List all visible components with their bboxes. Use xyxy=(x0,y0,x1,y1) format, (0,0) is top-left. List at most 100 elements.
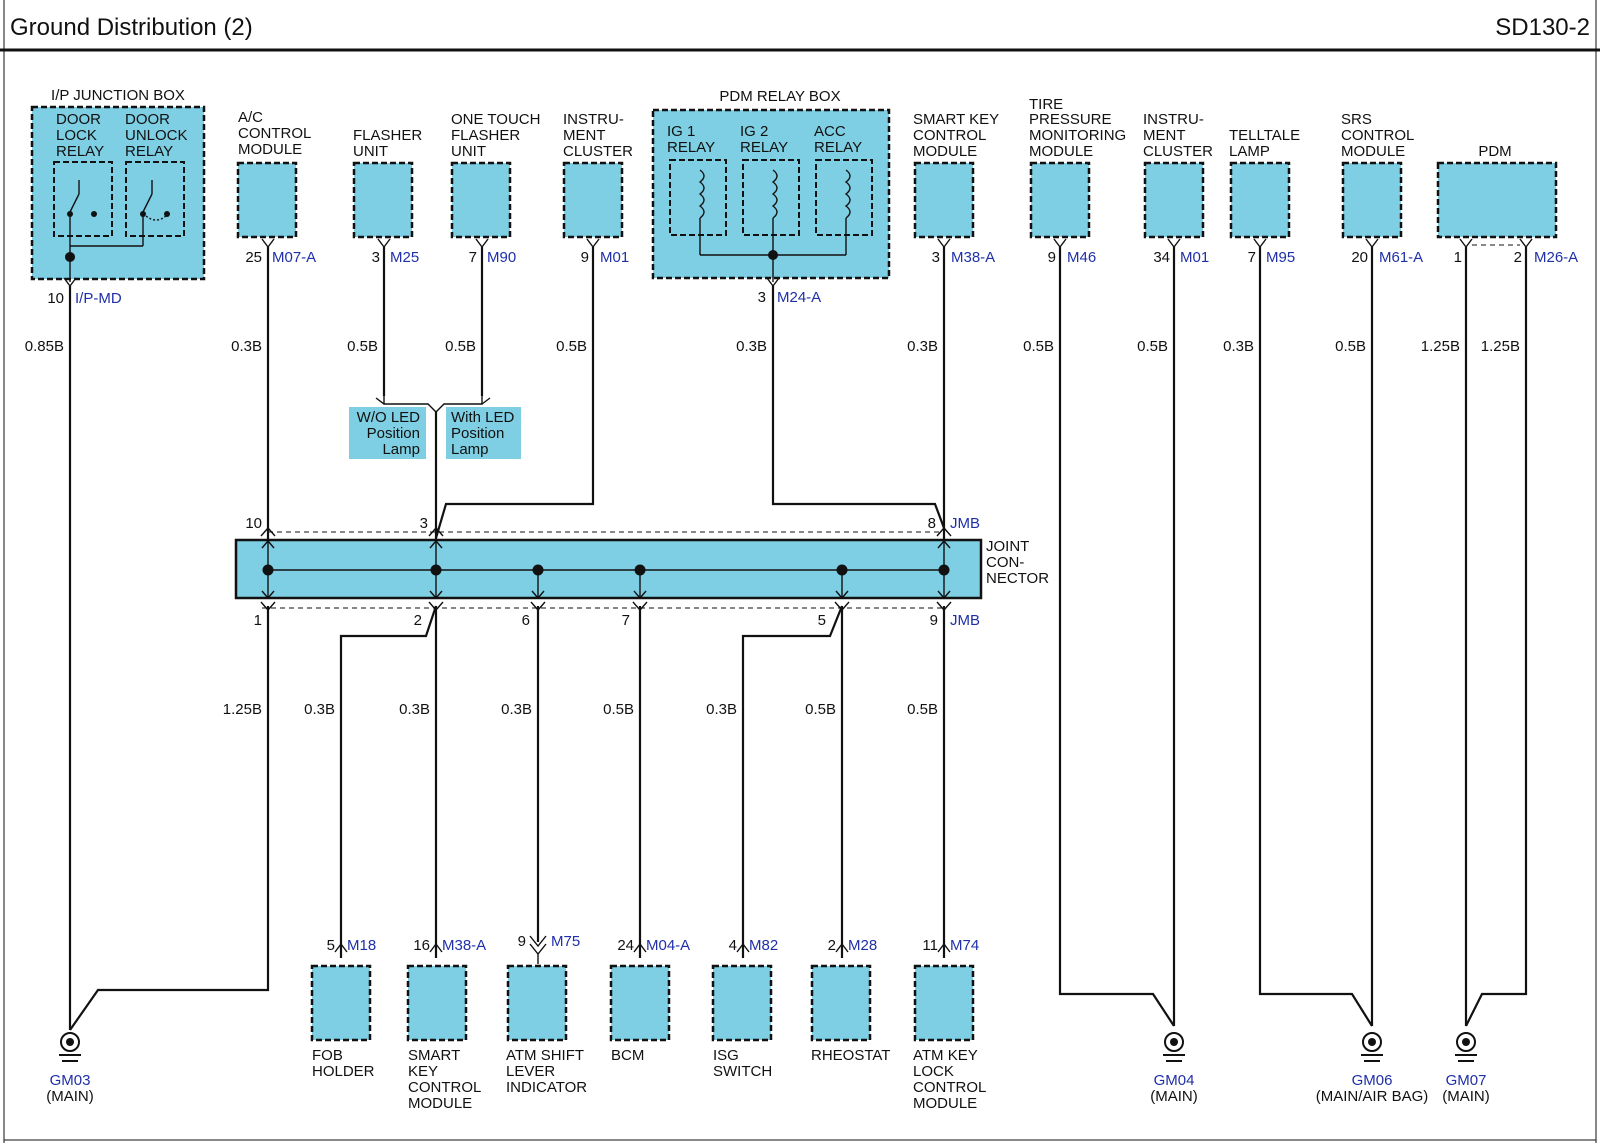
flasher-unit: FLASHER UNIT xyxy=(352,127,422,239)
svg-text:16: 16 xyxy=(413,937,430,954)
ground-symbol-icon xyxy=(1455,1032,1477,1062)
smart-key-control-module-bottom: SMART KEY CONTROL MODULE xyxy=(406,964,481,1112)
svg-text:M61-A: M61-A xyxy=(1379,249,1423,266)
svg-text:UNIT: UNIT xyxy=(353,143,388,160)
svg-text:2: 2 xyxy=(414,612,422,629)
svg-text:DOOR: DOOR xyxy=(125,111,170,128)
svg-text:11: 11 xyxy=(922,937,938,954)
svg-text:10: 10 xyxy=(245,515,262,532)
svg-text:2: 2 xyxy=(1514,249,1522,266)
ig2-relay-label: IG 2 RELAY xyxy=(740,123,788,156)
svg-text:IG 2: IG 2 xyxy=(740,123,768,140)
svg-text:PDM: PDM xyxy=(1478,143,1511,160)
svg-text:PRESSURE: PRESSURE xyxy=(1029,111,1112,128)
svg-text:3: 3 xyxy=(758,289,766,306)
atm-key-lock-control-module: ATM KEY LOCK CONTROL MODULE xyxy=(913,964,986,1112)
svg-text:M26-A: M26-A xyxy=(1534,249,1578,266)
srs-control-module: SRS CONTROL MODULE xyxy=(1341,111,1414,239)
bcm: BCM xyxy=(609,964,671,1064)
smart-key-control-module-top: SMART KEY CONTROL MODULE xyxy=(913,111,999,239)
ground-gm03: GM03 (MAIN) xyxy=(46,1032,94,1105)
pdm-relay-box: PDM RELAY BOX IG 1 RELAY IG 2 RELAY ACC … xyxy=(651,88,891,282)
svg-text:JOINT: JOINT xyxy=(986,538,1029,555)
svg-text:8: 8 xyxy=(928,515,936,532)
wire-size-labels-top: 0.85B 0.3B 0.5B 0.5B 0.5B 0.3B 0.3B 0.5B… xyxy=(25,338,1520,355)
svg-text:M90: M90 xyxy=(487,249,516,266)
svg-text:24: 24 xyxy=(617,937,634,954)
svg-text:0.5B: 0.5B xyxy=(603,701,634,718)
svg-text:GM06: GM06 xyxy=(1352,1072,1393,1089)
svg-text:LOCK: LOCK xyxy=(913,1063,954,1080)
ac-control-module: A/C CONTROL MODULE xyxy=(236,109,311,239)
svg-text:SWITCH: SWITCH xyxy=(713,1063,772,1080)
svg-text:JMB: JMB xyxy=(950,612,980,629)
svg-text:9: 9 xyxy=(930,612,938,629)
svg-text:0.3B: 0.3B xyxy=(501,701,532,718)
rheostat: RHEOSTAT xyxy=(810,964,890,1064)
svg-text:LAMP: LAMP xyxy=(1229,143,1270,160)
door-lock-relay-switch-icon xyxy=(67,180,97,246)
svg-text:CONTROL: CONTROL xyxy=(238,125,311,142)
svg-text:M38-A: M38-A xyxy=(442,937,486,954)
svg-text:M74: M74 xyxy=(950,937,979,954)
svg-text:Position: Position xyxy=(367,425,420,442)
option-note-wo-led: W/O LED Position Lamp xyxy=(349,407,426,459)
page-code: SD130-2 xyxy=(1495,14,1590,41)
svg-text:I/P-MD: I/P-MD xyxy=(75,290,122,307)
svg-text:0.5B: 0.5B xyxy=(556,338,587,355)
acc-relay-label: ACC RELAY xyxy=(814,123,862,156)
svg-text:ONE TOUCH: ONE TOUCH xyxy=(451,111,540,128)
one-touch-flasher-unit: ONE TOUCH FLASHER UNIT xyxy=(450,111,540,239)
svg-text:With LED: With LED xyxy=(451,409,515,426)
svg-text:M82: M82 xyxy=(749,937,778,954)
svg-text:MENT: MENT xyxy=(563,127,606,144)
svg-text:3: 3 xyxy=(420,515,428,532)
svg-text:1.25B: 1.25B xyxy=(1421,338,1460,355)
svg-text:M75: M75 xyxy=(551,933,580,950)
ip-junction-box-label: I/P JUNCTION BOX xyxy=(51,87,185,104)
svg-text:INSTRU-: INSTRU- xyxy=(563,111,624,128)
door-unlock-relay-label: DOOR UNLOCK RELAY xyxy=(125,111,188,160)
svg-text:ACC: ACC xyxy=(814,123,846,140)
ground-symbol-icon xyxy=(1361,1032,1383,1062)
svg-text:3: 3 xyxy=(372,249,380,266)
svg-text:CONTROL: CONTROL xyxy=(408,1079,481,1096)
svg-text:0.5B: 0.5B xyxy=(1335,338,1366,355)
ig1-relay-coil-icon xyxy=(698,169,705,219)
bottom-pin-labels: 5 M18 16 M38-A 9 M75 24 M04-A 4 M82 2 M2… xyxy=(327,933,980,954)
svg-text:M46: M46 xyxy=(1067,249,1096,266)
ground-symbol-icon xyxy=(59,1032,81,1062)
top-pin-labels: 10 I/P-MD 25 M07-A 3 M25 7 M90 9 M01 3 M… xyxy=(47,249,1578,307)
svg-text:MENT: MENT xyxy=(1143,127,1186,144)
svg-text:34: 34 xyxy=(1153,249,1170,266)
svg-text:FLASHER: FLASHER xyxy=(353,127,422,144)
svg-text:2: 2 xyxy=(828,937,836,954)
svg-text:M38-A: M38-A xyxy=(951,249,995,266)
svg-text:(MAIN/AIR BAG): (MAIN/AIR BAG) xyxy=(1316,1088,1429,1105)
instrument-cluster-1: INSTRU- MENT CLUSTER xyxy=(562,111,633,239)
svg-text:MODULE: MODULE xyxy=(238,141,302,158)
svg-text:DOOR: DOOR xyxy=(56,111,101,128)
svg-text:0.5B: 0.5B xyxy=(805,701,836,718)
tire-pressure-monitoring-module: TIRE PRESSURE MONITORING MODULE xyxy=(1029,96,1126,239)
svg-text:6: 6 xyxy=(522,612,530,629)
svg-text:INDICATOR: INDICATOR xyxy=(506,1079,587,1096)
svg-text:0.5B: 0.5B xyxy=(1023,338,1054,355)
svg-text:GM07: GM07 xyxy=(1446,1072,1487,1089)
svg-text:RELAY: RELAY xyxy=(740,139,788,156)
page-title: Ground Distribution (2) xyxy=(10,14,253,41)
svg-text:M95: M95 xyxy=(1266,249,1295,266)
svg-text:20: 20 xyxy=(1351,249,1368,266)
ig2-relay-coil-icon xyxy=(771,169,778,219)
svg-text:M25: M25 xyxy=(390,249,419,266)
svg-text:0.3B: 0.3B xyxy=(907,338,938,355)
svg-text:SMART KEY: SMART KEY xyxy=(913,111,999,128)
svg-text:M04-A: M04-A xyxy=(646,937,690,954)
svg-text:0.5B: 0.5B xyxy=(1137,338,1168,355)
svg-text:4: 4 xyxy=(729,937,737,954)
svg-text:MODULE: MODULE xyxy=(408,1095,472,1112)
svg-text:9: 9 xyxy=(581,249,589,266)
svg-text:1: 1 xyxy=(254,612,262,629)
option-note-with-led: With LED Position Lamp xyxy=(446,407,521,459)
